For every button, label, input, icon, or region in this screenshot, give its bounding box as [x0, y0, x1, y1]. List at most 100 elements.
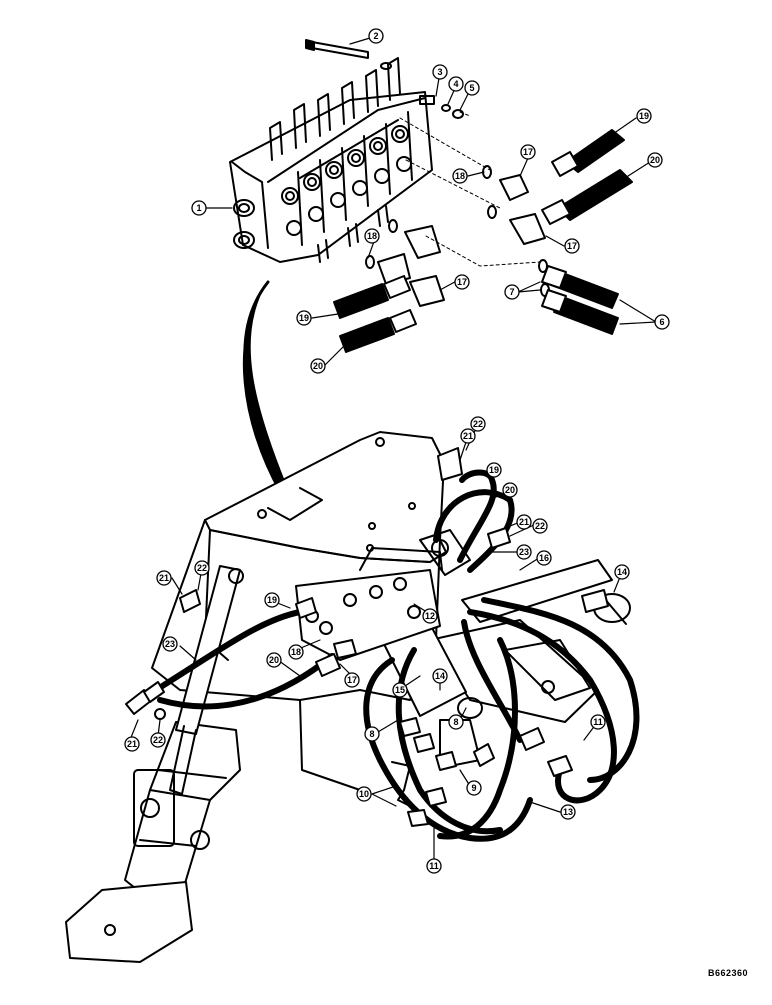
elbow-fittings	[377, 174, 546, 307]
callout-20-frame: 20	[266, 652, 282, 668]
callout-17-b: 17	[564, 238, 580, 254]
callout-16: 16	[536, 550, 552, 566]
svg-text:13: 13	[563, 807, 573, 817]
alignment-lines	[399, 111, 541, 267]
svg-text:14: 14	[617, 567, 627, 577]
svg-text:22: 22	[535, 521, 545, 531]
svg-text:9: 9	[471, 783, 476, 793]
callout-bubbles: 2 3 4 5 1 19 20 17 18 17 18 17 7 6 19 20…	[124, 28, 670, 874]
svg-text:20: 20	[650, 155, 660, 165]
callout-5: 5	[464, 80, 480, 96]
callout-2: 2	[368, 28, 384, 44]
svg-text:18: 18	[455, 171, 465, 181]
callout-18-b: 18	[364, 228, 380, 244]
callout-23-a: 23	[516, 544, 532, 560]
callout-21-d: 21	[124, 736, 140, 752]
svg-text:3: 3	[437, 67, 442, 77]
callout-18-a: 18	[452, 168, 468, 184]
callout-13: 13	[560, 804, 576, 820]
svg-text:19: 19	[639, 111, 649, 121]
stabilizer-leg	[65, 565, 244, 963]
svg-text:20: 20	[269, 655, 279, 665]
callout-3: 3	[432, 64, 448, 80]
svg-text:17: 17	[523, 147, 533, 157]
svg-text:22: 22	[473, 419, 483, 429]
svg-text:19: 19	[299, 313, 309, 323]
svg-text:19: 19	[267, 595, 277, 605]
svg-text:12: 12	[425, 611, 435, 621]
callout-14-a: 14	[614, 564, 630, 580]
callout-1: 1	[191, 200, 207, 216]
callout-23-b: 23	[162, 636, 178, 652]
svg-text:8: 8	[453, 717, 458, 727]
svg-text:21: 21	[519, 517, 529, 527]
callout-11-a: 11	[590, 714, 606, 730]
callout-14-b: 14	[432, 668, 448, 684]
svg-text:5: 5	[469, 83, 474, 93]
callout-18-frame: 18	[288, 644, 304, 660]
svg-text:21: 21	[159, 573, 169, 583]
svg-text:18: 18	[367, 231, 377, 241]
callout-21-b: 21	[516, 514, 532, 530]
callout-21-c: 21	[156, 570, 172, 586]
svg-text:20: 20	[313, 361, 323, 371]
callout-17-frame: 17	[344, 672, 360, 688]
callout-7: 7	[504, 284, 520, 300]
callout-12: 12	[422, 608, 438, 624]
svg-text:2: 2	[373, 31, 378, 41]
svg-text:14: 14	[435, 671, 445, 681]
callout-4: 4	[448, 76, 464, 92]
svg-text:16: 16	[539, 553, 549, 563]
svg-text:17: 17	[347, 675, 357, 685]
hose-fittings	[125, 447, 609, 827]
svg-text:23: 23	[165, 639, 175, 649]
svg-text:18: 18	[291, 647, 301, 657]
svg-text:1: 1	[196, 203, 201, 213]
valve-hardware	[380, 62, 464, 119]
hose-ends	[333, 129, 633, 353]
callout-9: 9	[466, 780, 482, 796]
figure-reference-code: B662360	[707, 968, 748, 978]
callout-22-b: 22	[532, 518, 548, 534]
svg-text:7: 7	[509, 287, 514, 297]
callout-10: 10	[356, 786, 372, 802]
hydraulic-hoses	[153, 469, 640, 842]
svg-text:21: 21	[127, 739, 137, 749]
callout-17-a: 17	[520, 144, 536, 160]
callout-19-frame: 19	[264, 592, 280, 608]
callout-6: 6	[654, 314, 670, 330]
svg-text:22: 22	[153, 735, 163, 745]
callout-20-mid: 20	[310, 358, 326, 374]
svg-text:6: 6	[659, 317, 664, 327]
valve-bolt	[305, 39, 369, 59]
callout-11-b: 11	[426, 858, 442, 874]
callout-22-a: 22	[470, 416, 486, 432]
mounted-valve	[295, 547, 443, 661]
callout-19-mid: 19	[296, 310, 312, 326]
leader-arrow-fill	[242, 289, 291, 497]
callout-20-top: 20	[647, 152, 663, 168]
callout-15: 15	[392, 682, 408, 698]
svg-text:20: 20	[505, 485, 515, 495]
svg-text:22: 22	[197, 563, 207, 573]
callout-19-low: 19	[486, 462, 502, 478]
callout-17-c: 17	[454, 274, 470, 290]
svg-text:15: 15	[395, 685, 405, 695]
svg-text:11: 11	[593, 717, 603, 727]
callout-22-c: 22	[194, 560, 210, 576]
svg-text:17: 17	[567, 241, 577, 251]
svg-text:21: 21	[463, 431, 473, 441]
svg-text:10: 10	[359, 789, 369, 799]
callout-8-a: 8	[364, 726, 380, 742]
svg-text:23: 23	[519, 547, 529, 557]
callout-22-d: 22	[150, 732, 166, 748]
callout-20-low: 20	[502, 482, 518, 498]
svg-text:19: 19	[489, 465, 499, 475]
svg-text:11: 11	[429, 861, 439, 871]
callout-19-top: 19	[636, 108, 652, 124]
callout-8-b: 8	[448, 714, 464, 730]
svg-text:4: 4	[453, 79, 458, 89]
svg-text:8: 8	[369, 729, 374, 739]
